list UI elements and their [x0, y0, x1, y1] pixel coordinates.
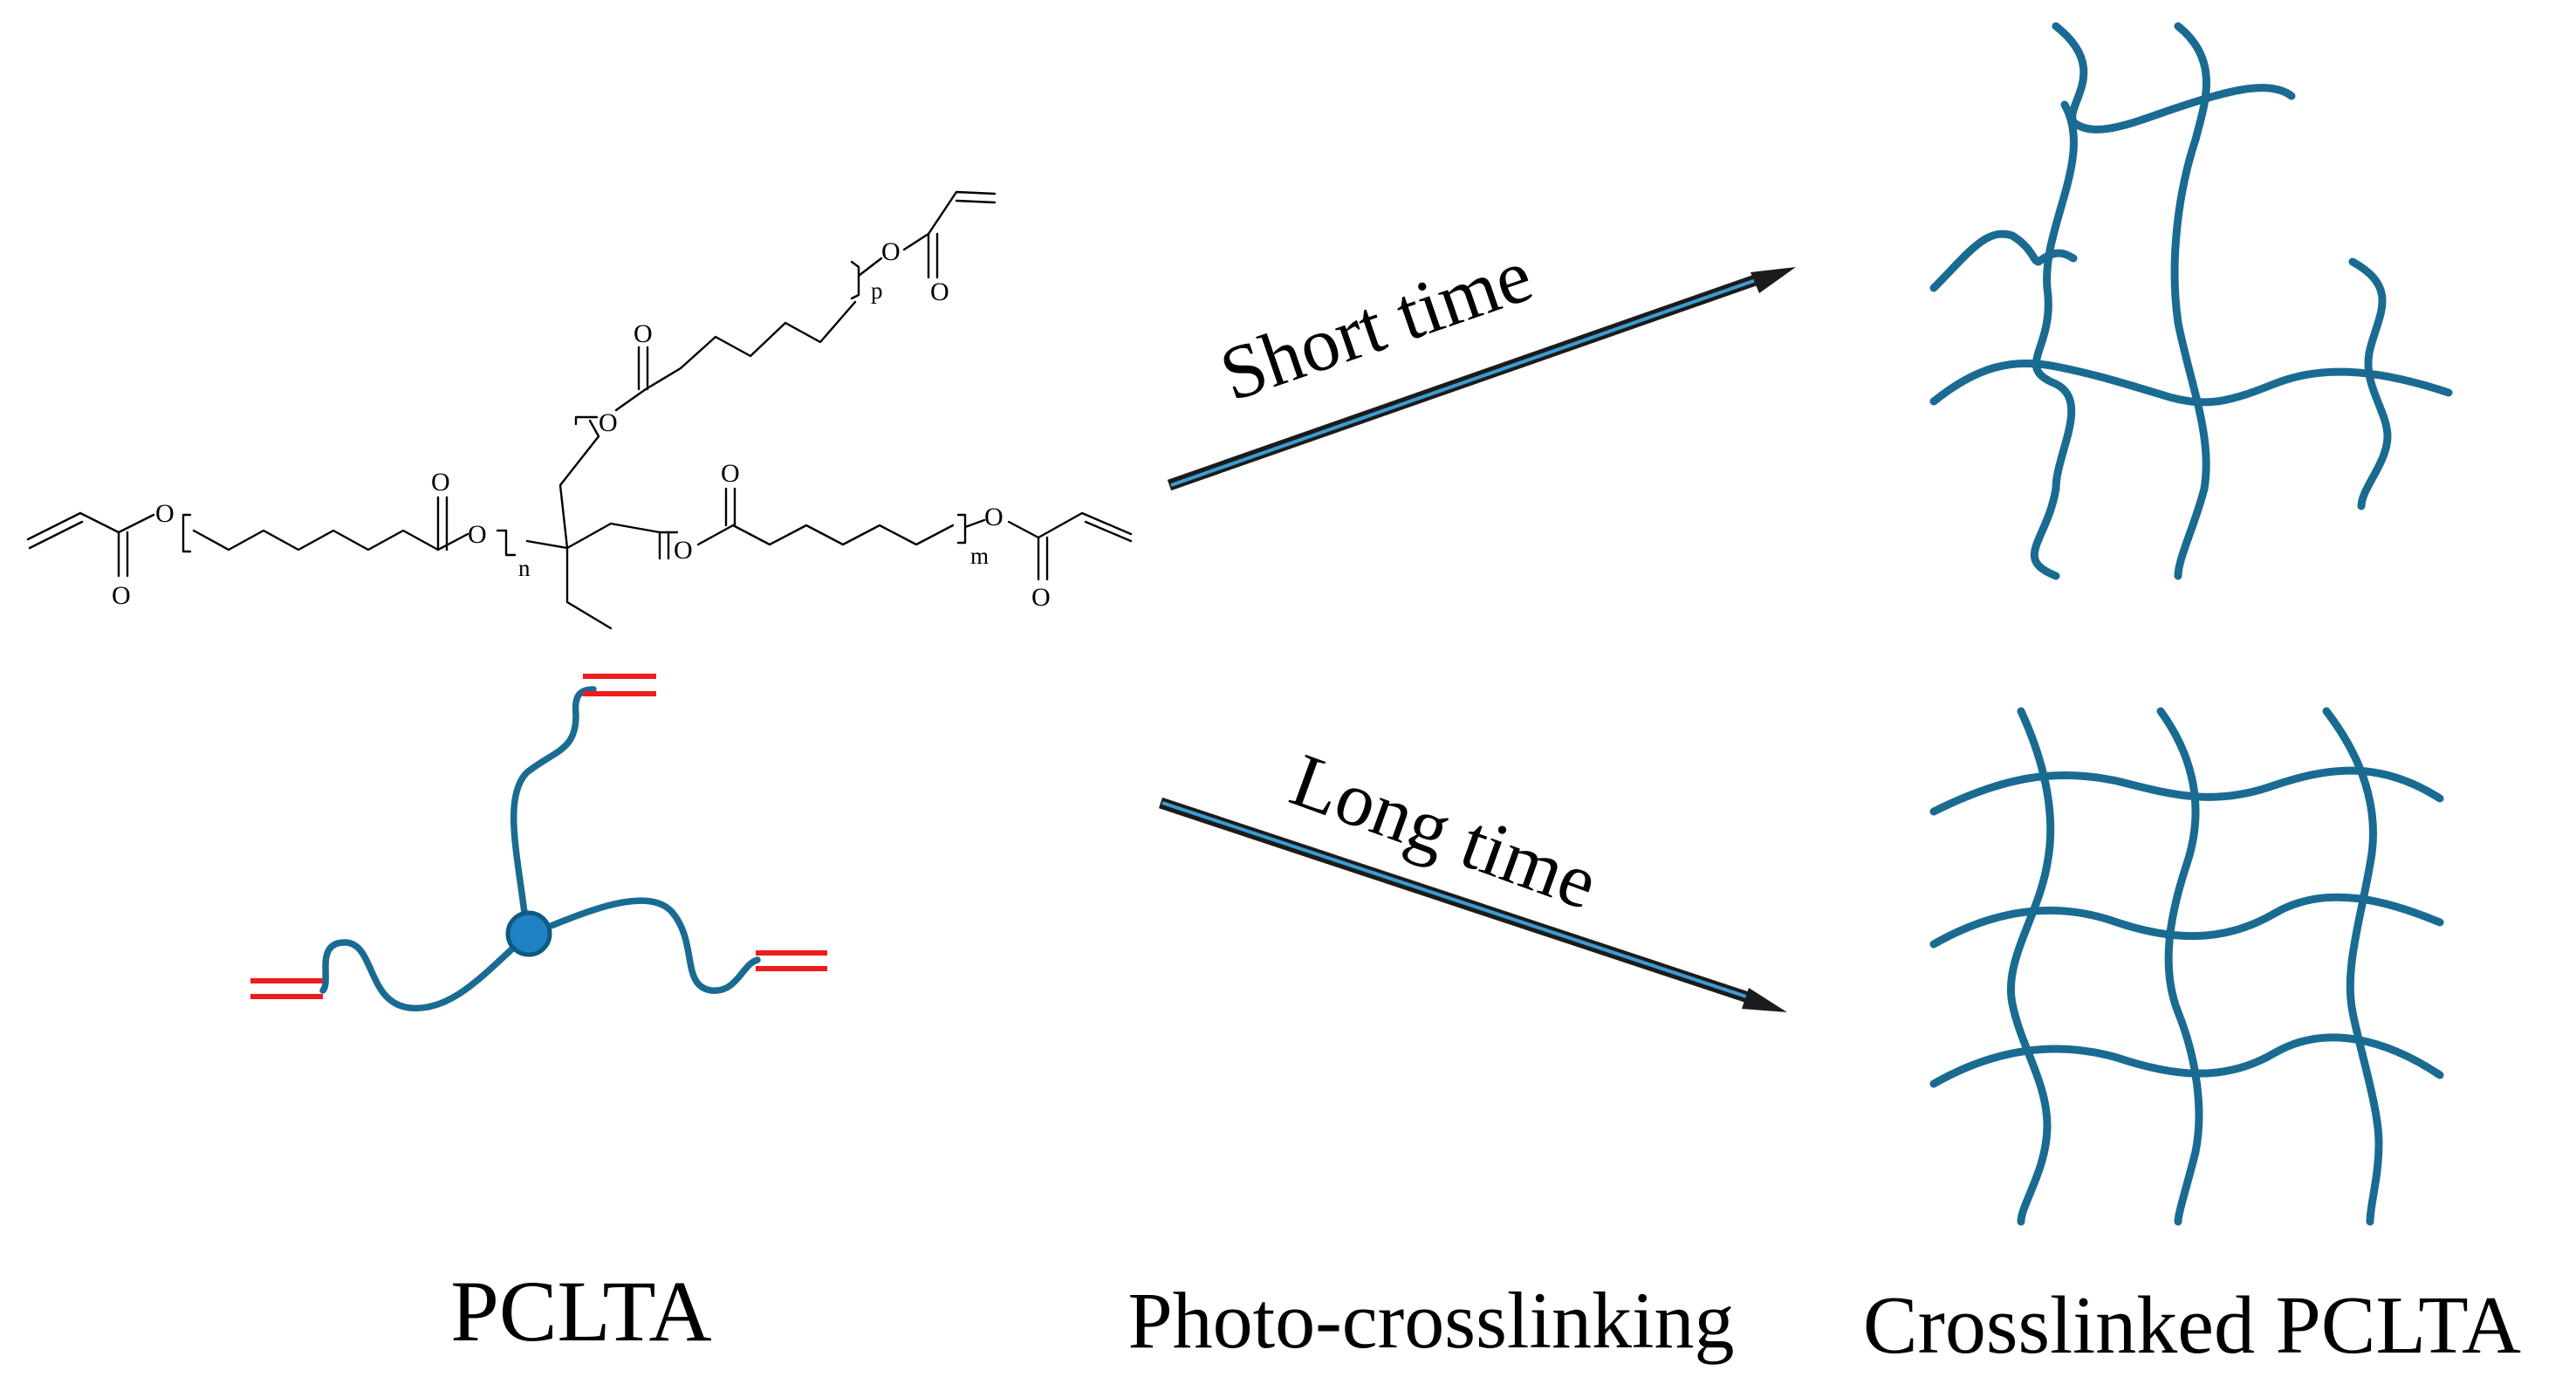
star-polymer-schematic [250, 674, 827, 1012]
pclta-caption: PCLTA [450, 1263, 712, 1360]
ester-oxygen-p: O [599, 408, 618, 437]
dense-network-long-time [1929, 707, 2444, 1226]
star-arm-top [510, 686, 597, 939]
star-arm-right [524, 897, 761, 994]
crosslinked-pclta-caption: Crosslinked PCLTA [1863, 1280, 2521, 1371]
repeat-index-p: p [871, 277, 883, 304]
carbonyl-oxygen-m: O [721, 459, 740, 488]
star-arm-left [319, 932, 531, 1012]
ester-oxygen-right: O [984, 503, 1004, 531]
repeat-index-n: n [518, 555, 531, 581]
ester-oxygen-left: O [155, 499, 175, 528]
carbonyl-oxygen-top: O [930, 277, 949, 306]
carbonyl-oxygen-n: O [431, 468, 450, 497]
carbonyl-oxygen-left: O [112, 581, 131, 610]
short-time-label: Short time [1210, 233, 1543, 418]
loose-network-short-time [1929, 22, 2453, 580]
ester-oxygen-n: O [468, 520, 487, 549]
acrylate-end-group-top-icon [583, 674, 656, 696]
acrylate-end-group-right-icon [756, 950, 827, 971]
acrylate-end-group-left-icon [250, 978, 323, 999]
carbonyl-oxygen-p: O [634, 319, 653, 348]
long-time-arrow-icon [1158, 797, 1787, 1012]
carbonyl-oxygen-right: O [1031, 583, 1051, 612]
short-time-arrow-icon [1167, 267, 1796, 491]
ester-oxygen-m: O [674, 536, 693, 565]
photo-crosslinking-caption: Photo-crosslinking [1127, 1276, 1734, 1365]
ester-oxygen-top: O [881, 237, 901, 266]
core-node-icon [505, 910, 552, 957]
repeat-index-m: m [970, 543, 989, 569]
pclta-chemical-structure: O O O O n O O m O O [26, 190, 1133, 630]
